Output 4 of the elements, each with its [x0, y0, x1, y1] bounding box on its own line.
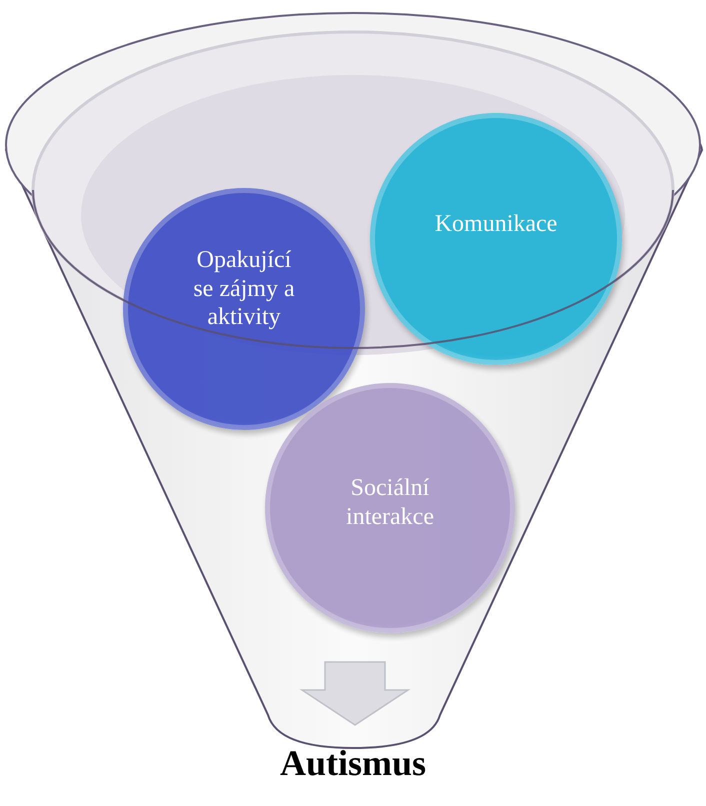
- circle-label: Opakující se zájmy a aktivity: [192, 246, 296, 332]
- circle-label: Sociální interakce: [345, 474, 435, 532]
- caption: Autismus: [278, 742, 428, 785]
- circle-label: Komunikace: [434, 210, 558, 238]
